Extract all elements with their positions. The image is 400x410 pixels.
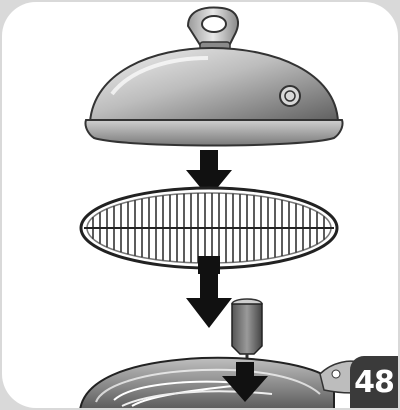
step-number-badge: 48 [350, 356, 398, 408]
grill-bowl-icon [80, 358, 362, 408]
grill-lid-icon [85, 8, 342, 146]
